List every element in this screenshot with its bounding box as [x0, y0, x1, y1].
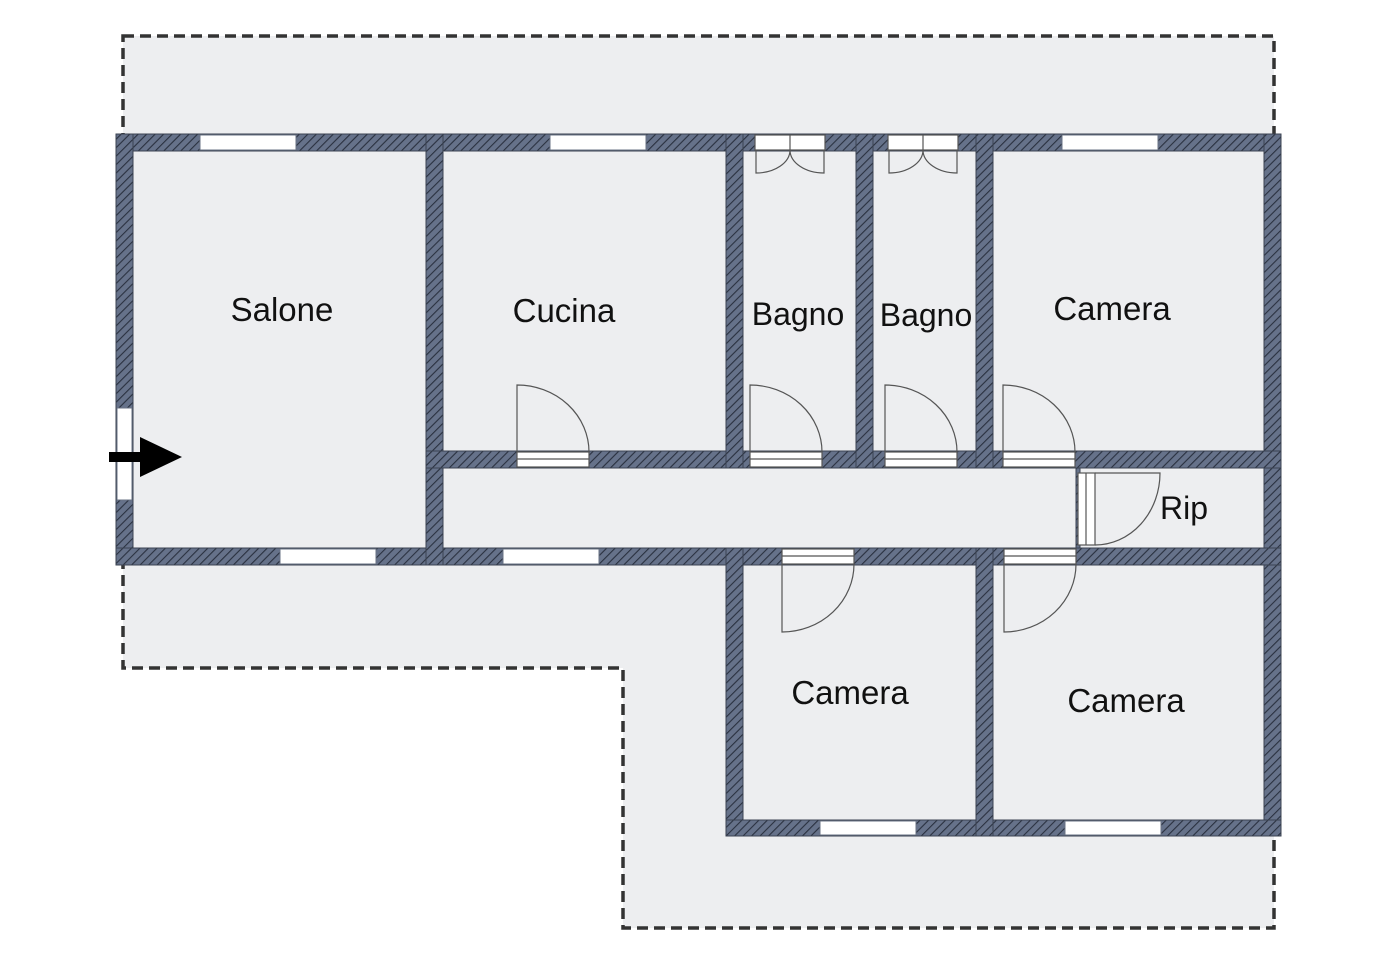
room-label-salone: Salone — [231, 291, 334, 328]
windows — [116, 134, 1162, 836]
window-camera-2-bottom — [819, 820, 917, 836]
room-label-camera-2: Camera — [791, 674, 909, 711]
window-camera-top — [1061, 134, 1159, 151]
room-label-rip: Rip — [1160, 490, 1208, 526]
room-label-bagno-1: Bagno — [752, 296, 845, 332]
room-label-cucina: Cucina — [513, 292, 616, 329]
window-cucina-top — [549, 134, 647, 151]
doors — [516, 384, 1161, 633]
window-salone-bottom — [279, 548, 377, 565]
bathroom-windows — [754, 134, 959, 174]
room-label-camera-1: Camera — [1053, 290, 1171, 327]
window-camera-3-bottom — [1064, 820, 1162, 836]
room-label-camera-3: Camera — [1067, 682, 1185, 719]
room-labels: Salone Cucina Bagno Bagno Camera Rip Cam… — [231, 290, 1208, 719]
window-corridor-bottom — [502, 548, 600, 565]
room-label-bagno-2: Bagno — [880, 297, 973, 333]
window-salone-top — [199, 134, 297, 151]
entrance-arrow-icon — [109, 437, 182, 477]
